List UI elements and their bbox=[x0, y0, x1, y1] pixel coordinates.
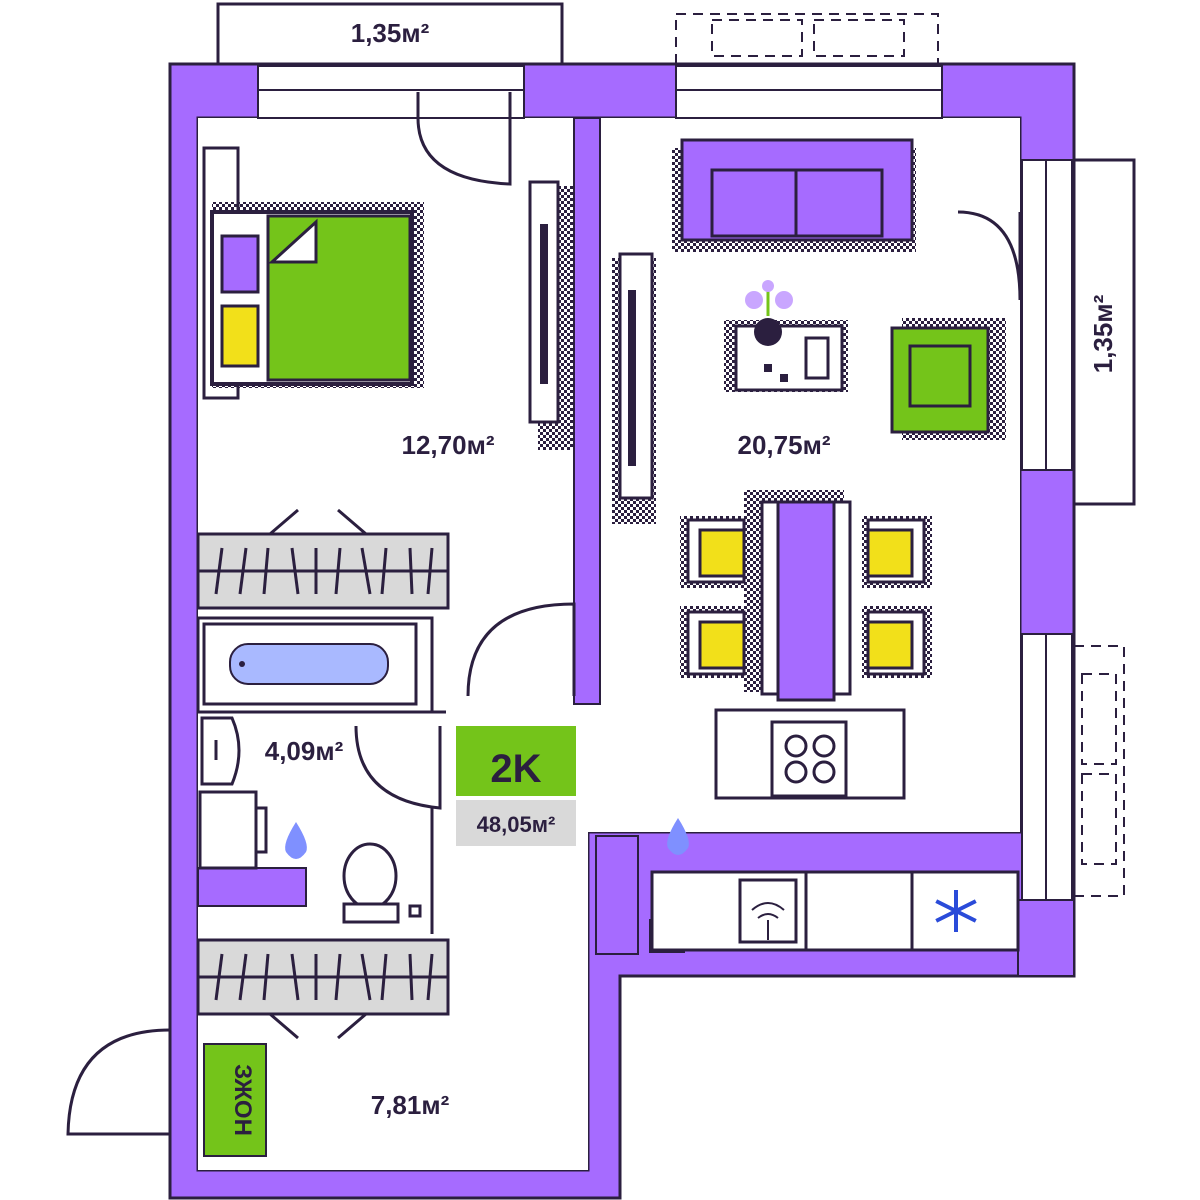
brand-logo-text: ЗЖОН bbox=[229, 1064, 256, 1136]
total-area-badge: 48,05м² bbox=[456, 800, 576, 846]
total-area-label: 48,05м² bbox=[477, 812, 556, 837]
coffee-table bbox=[724, 320, 848, 392]
window-lines bbox=[258, 89, 1047, 904]
planter-right-dashed bbox=[1073, 645, 1125, 897]
balcony-right bbox=[1068, 158, 1136, 506]
dining-chairs bbox=[680, 516, 932, 678]
washing-machine bbox=[198, 790, 268, 870]
apartment-type-label: 2K bbox=[490, 747, 541, 791]
toilet-icon bbox=[342, 842, 422, 924]
sink-icon bbox=[751, 902, 785, 940]
bed-icon bbox=[202, 146, 424, 400]
living-room-area: 20,75м² bbox=[738, 430, 831, 460]
sofa-icon bbox=[672, 138, 916, 252]
hall-wardrobe-icon bbox=[196, 938, 450, 1040]
balcony-right-area: 1,35м² bbox=[1088, 294, 1118, 373]
bedroom-area: 12,70м² bbox=[402, 430, 495, 460]
apartment-type-badge: 2K bbox=[456, 726, 576, 796]
bathroom-area: 4,09м² bbox=[265, 736, 344, 766]
snowflake-icon bbox=[935, 890, 977, 932]
armchair-icon bbox=[890, 318, 1006, 440]
wardrobe-icon bbox=[196, 508, 450, 610]
interior-walls bbox=[197, 117, 1075, 977]
stove-icon bbox=[714, 708, 906, 800]
water-drop-icon bbox=[285, 818, 689, 859]
balcony-top bbox=[216, 2, 564, 66]
hall-area: 7,81м² bbox=[371, 1090, 450, 1120]
washbasin bbox=[200, 716, 241, 786]
planter-top-dashed bbox=[675, 13, 939, 67]
balcony-top-area: 1,35м² bbox=[351, 18, 430, 48]
kitchen-counter bbox=[650, 870, 1020, 952]
bathroom-walls bbox=[196, 616, 446, 934]
bedroom-tv-unit bbox=[528, 180, 574, 450]
vase-icon bbox=[745, 280, 793, 346]
dining-table bbox=[744, 490, 852, 702]
living-tv-unit bbox=[612, 252, 656, 524]
bathtub-icon bbox=[202, 622, 418, 706]
brand-logo: ЗЖОН bbox=[203, 1043, 267, 1157]
